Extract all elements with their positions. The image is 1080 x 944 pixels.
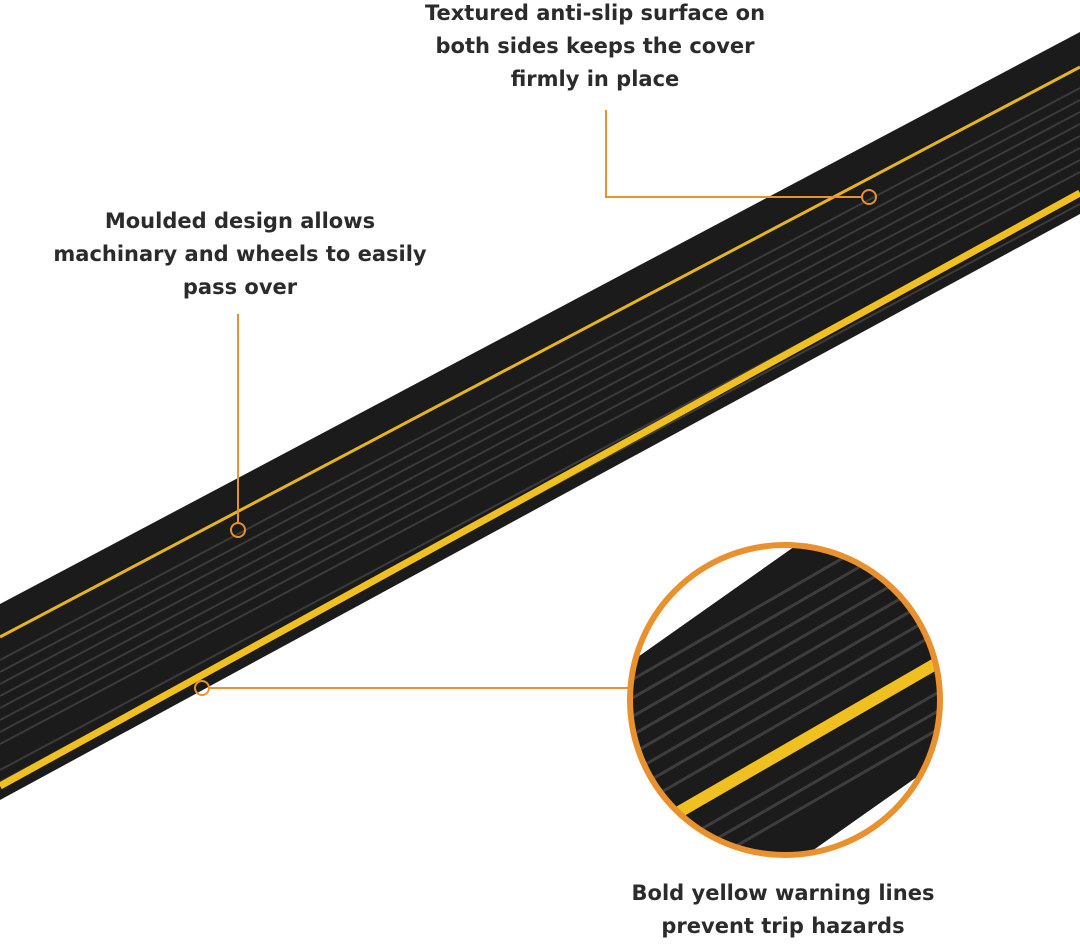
callout-leaders bbox=[194, 110, 877, 696]
callout-moulded-line: pass over bbox=[182, 275, 298, 299]
callout-anti-slip-caption: Textured anti-slip surface on both sides… bbox=[390, 0, 800, 96]
zoom-inset bbox=[627, 542, 943, 858]
leader-line-anti-slip bbox=[605, 110, 862, 198]
callout-warning-caption: Bold yellow warning lines prevent trip h… bbox=[600, 877, 966, 943]
callout-warning-line: Bold yellow warning lines bbox=[631, 881, 935, 905]
cable-cover bbox=[0, 32, 1080, 800]
callout-moulded-line: Moulded design allows bbox=[104, 209, 376, 233]
callout-anti-slip-line: both sides keeps the cover bbox=[435, 34, 755, 58]
callout-dot-warning bbox=[194, 680, 210, 696]
callout-dot-moulded bbox=[230, 522, 246, 538]
warning-stripe-bottom bbox=[0, 189, 1080, 790]
cable-cover-body bbox=[0, 32, 1080, 800]
warning-stripe-top bbox=[0, 65, 1080, 639]
callout-dot-anti-slip bbox=[861, 189, 877, 205]
callout-moulded-line: machinary and wheels to easily bbox=[53, 242, 427, 266]
zoom-ring bbox=[627, 542, 943, 858]
callout-warning-line: prevent trip hazards bbox=[661, 914, 905, 938]
callout-anti-slip-line: firmly in place bbox=[510, 67, 680, 91]
callout-moulded-caption: Moulded design allows machinary and whee… bbox=[30, 205, 450, 304]
callout-anti-slip-line: Textured anti-slip surface on bbox=[424, 1, 766, 25]
